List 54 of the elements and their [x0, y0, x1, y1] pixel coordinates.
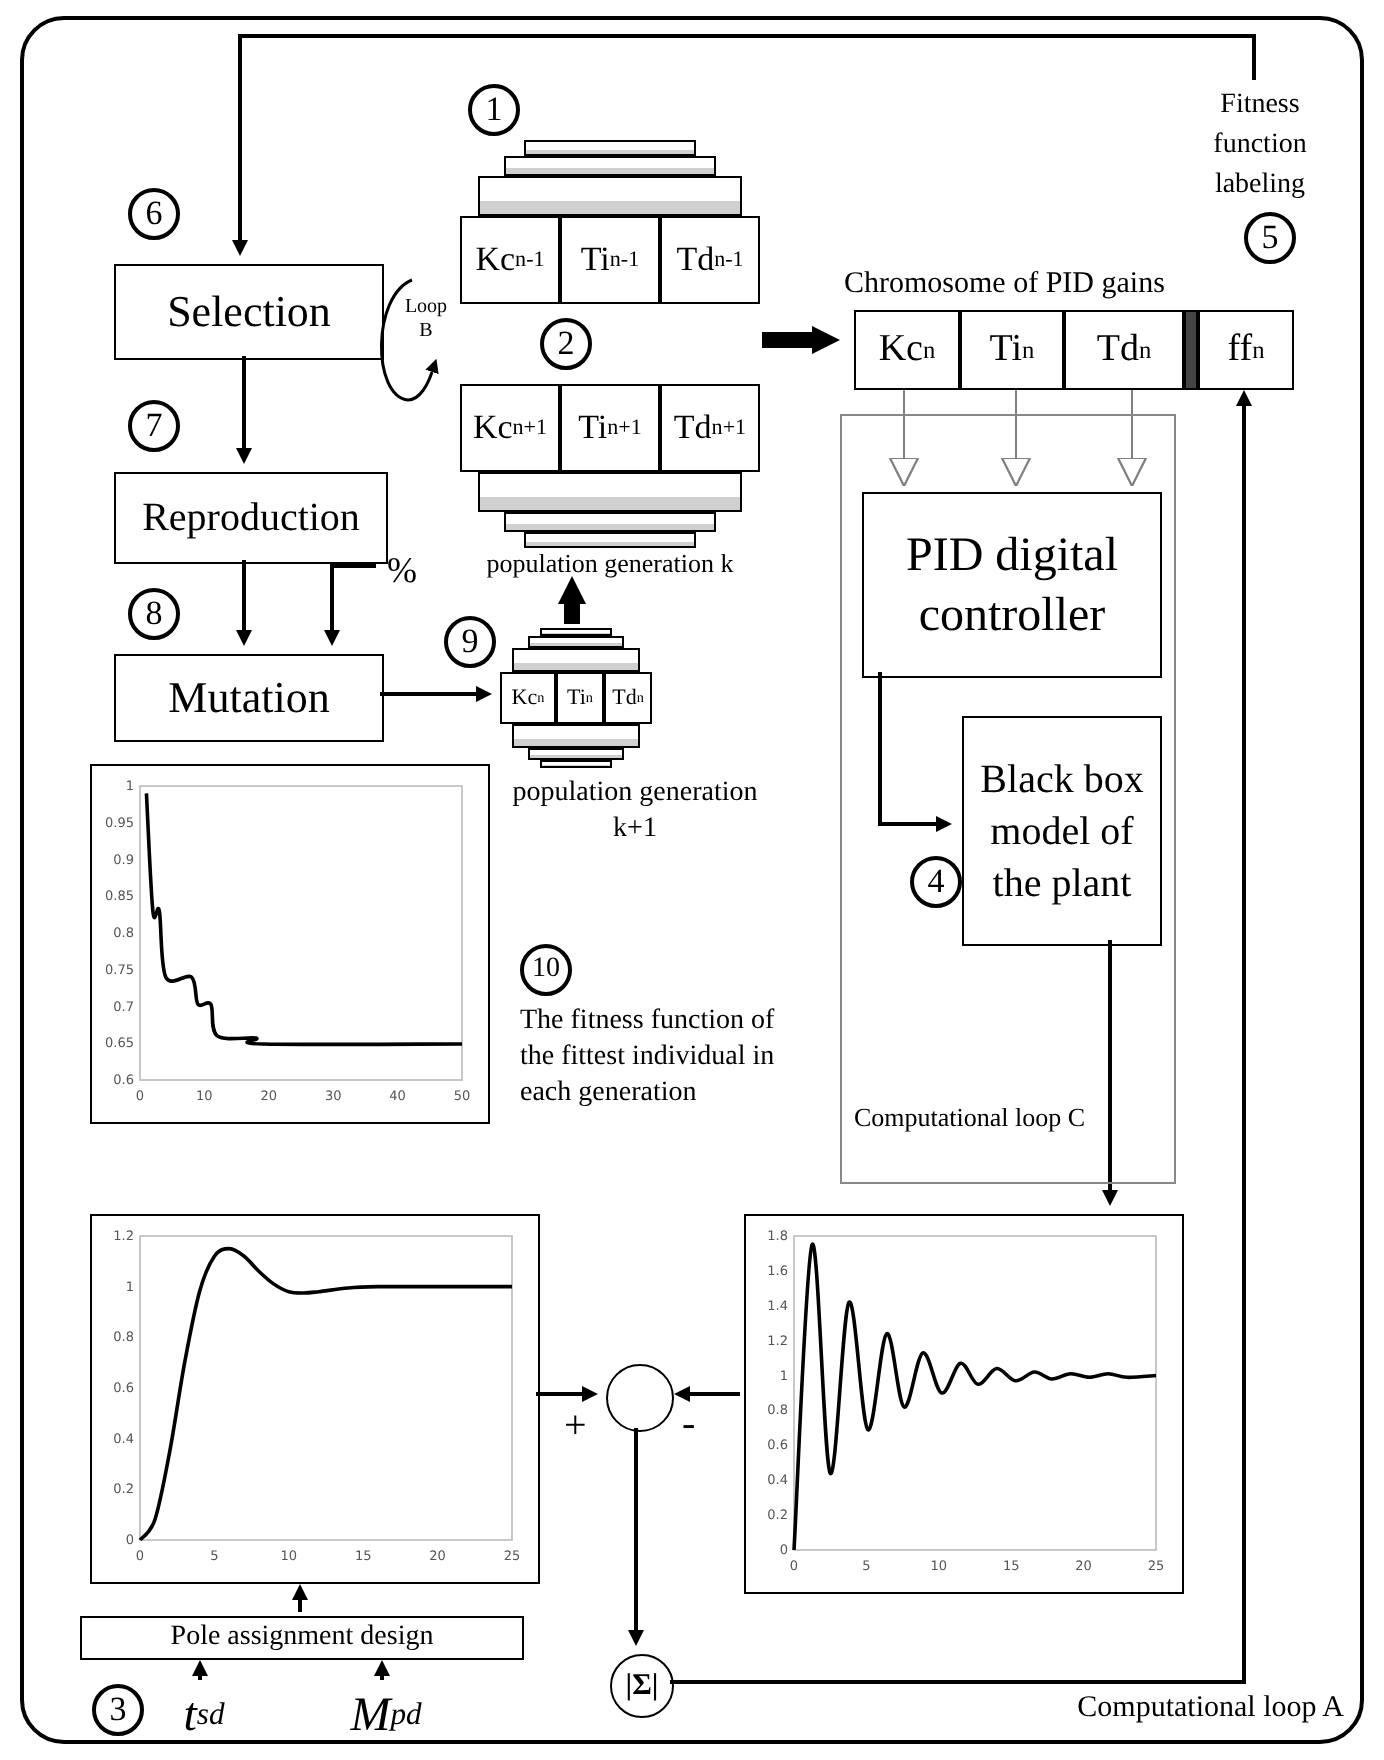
- arrow: [232, 34, 1256, 256]
- frame-title: Computational loop C: [854, 1100, 1088, 1136]
- process-box: Selection: [114, 264, 384, 360]
- arrow: [380, 686, 492, 702]
- arrow: [762, 326, 840, 354]
- chart-panel: [90, 1214, 540, 1584]
- process-box: Mutation: [114, 654, 384, 742]
- arrow: [670, 390, 1252, 1684]
- arrow: [374, 1660, 390, 1680]
- arrow: [236, 356, 252, 464]
- arrow: [1000, 385, 1032, 488]
- callout-number: 7: [128, 400, 180, 452]
- stack-caption: population generation k: [484, 548, 736, 580]
- arrow: [536, 1386, 598, 1402]
- callout-number: 3: [92, 1684, 144, 1736]
- arrow: [628, 1428, 644, 1646]
- process-box: PID digital controller: [862, 492, 1162, 678]
- sign-label: -: [682, 1402, 698, 1442]
- loop-frame: [20, 16, 1364, 1744]
- callout-number: 2: [540, 318, 592, 370]
- arrow: [292, 1584, 308, 1612]
- frame-title: Computational loop A: [1075, 1692, 1344, 1728]
- arrow: [192, 1660, 208, 1680]
- annotation-text: Fitness function labeling: [1180, 84, 1340, 208]
- sign-label: +: [564, 1404, 589, 1444]
- callout-number: 4: [910, 856, 962, 908]
- chromosome: [844, 268, 1296, 390]
- callout-number: 10: [520, 944, 572, 996]
- chromosome-title: Chromosome of PID gains: [844, 268, 1167, 304]
- stack-caption: population generation k+1: [510, 776, 760, 848]
- process-box: Pole assignment design: [80, 1616, 524, 1660]
- process-box: Black box model of the plant: [962, 716, 1162, 946]
- arrow: [558, 576, 586, 624]
- sum-block: |Σ|: [610, 1654, 674, 1718]
- population-stack: [454, 140, 766, 580]
- caption-text: The fitness function of the fittest individual in each generation: [520, 1004, 777, 1112]
- callout-number: 8: [128, 588, 180, 640]
- arrow: [1102, 940, 1118, 1206]
- arrow: [878, 672, 952, 832]
- callout-number: 1: [468, 84, 520, 136]
- loop-label: Loop B: [402, 296, 450, 346]
- arrow: [236, 560, 252, 646]
- process-box: Reproduction: [114, 472, 388, 564]
- callout-number: 9: [444, 616, 496, 668]
- arrow: [674, 1386, 740, 1402]
- callout-number: 5: [1244, 212, 1296, 264]
- arrow: [888, 385, 920, 488]
- chart-panel: [744, 1214, 1184, 1594]
- summing-junction: [606, 1364, 674, 1432]
- loop-frame: [840, 414, 1176, 1184]
- arrow: [1116, 385, 1148, 488]
- chart-panel: [90, 764, 490, 1124]
- arrow: [324, 564, 376, 646]
- callout-number: 6: [128, 188, 180, 240]
